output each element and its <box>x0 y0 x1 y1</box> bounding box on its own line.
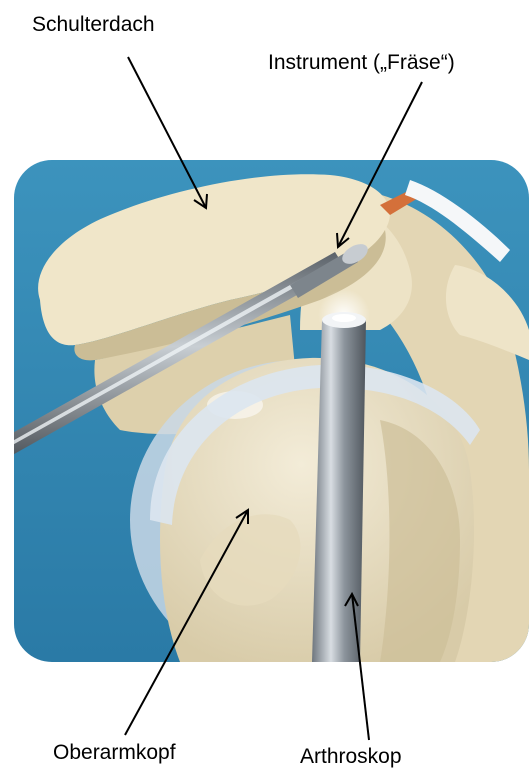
label-arthroskop: Arthroskop <box>300 746 402 767</box>
illustration-frame <box>0 160 529 680</box>
label-oberarmkopf: Oberarmkopf <box>53 742 176 763</box>
